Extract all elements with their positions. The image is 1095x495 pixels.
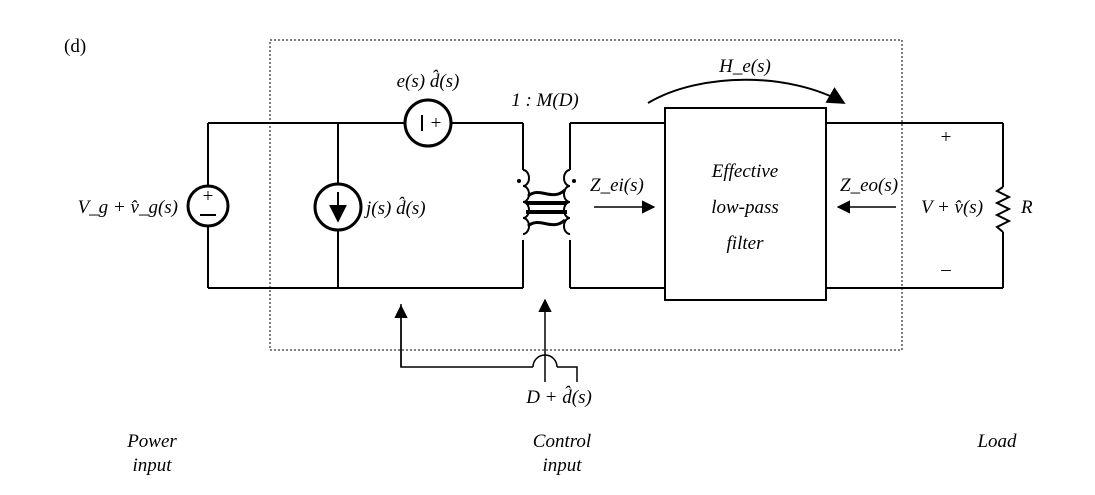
control-lines — [394, 298, 578, 382]
filter-label-line2: low-pass — [711, 197, 779, 218]
voltage-source: + — [403, 98, 453, 148]
filter-label-line3: filter — [727, 233, 765, 254]
current-source — [313, 182, 363, 232]
wires-right — [569, 122, 1004, 289]
load-resistor-label: R — [1020, 197, 1033, 218]
svg-text:+: + — [203, 186, 214, 207]
source-voltage-label: V_g + v̂_g(s) — [78, 197, 178, 218]
transfer-arc-arrow — [647, 78, 846, 104]
load-caption: Load — [976, 431, 1017, 452]
output-minus-sign: – — [940, 259, 951, 280]
input-impedance-label: Z_ei(s) — [590, 175, 644, 196]
power-input-caption-line1: Power — [126, 431, 177, 452]
ideal-transformer — [517, 169, 576, 235]
transfer-function-label: H_e(s) — [718, 56, 771, 77]
wires-left — [207, 122, 524, 289]
dotted-boundary — [269, 39, 903, 351]
output-voltage-label: V + v̂(s) — [921, 197, 983, 218]
input-voltage-source: + — [186, 184, 230, 228]
output-impedance-label: Z_eo(s) — [840, 175, 898, 196]
filter-label-line1: Effective — [711, 161, 778, 182]
control-input-caption-line1: Control — [533, 431, 591, 452]
control-input-caption-line2: input — [542, 455, 582, 476]
current-source-label: j(s) d̂(s) — [363, 197, 426, 219]
voltage-source-label: e(s) d̂(s) — [397, 70, 460, 92]
panel-label: (d) — [64, 36, 86, 57]
control-signal-label: D + d̂(s) — [525, 386, 592, 408]
svg-text:+: + — [431, 113, 442, 134]
load-resistor — [994, 186, 1012, 233]
power-input-caption-line2: input — [132, 455, 172, 476]
output-plus-sign: + — [941, 127, 952, 148]
filter-block — [664, 107, 827, 301]
turns-ratio-label: 1 : M(D) — [511, 90, 579, 111]
